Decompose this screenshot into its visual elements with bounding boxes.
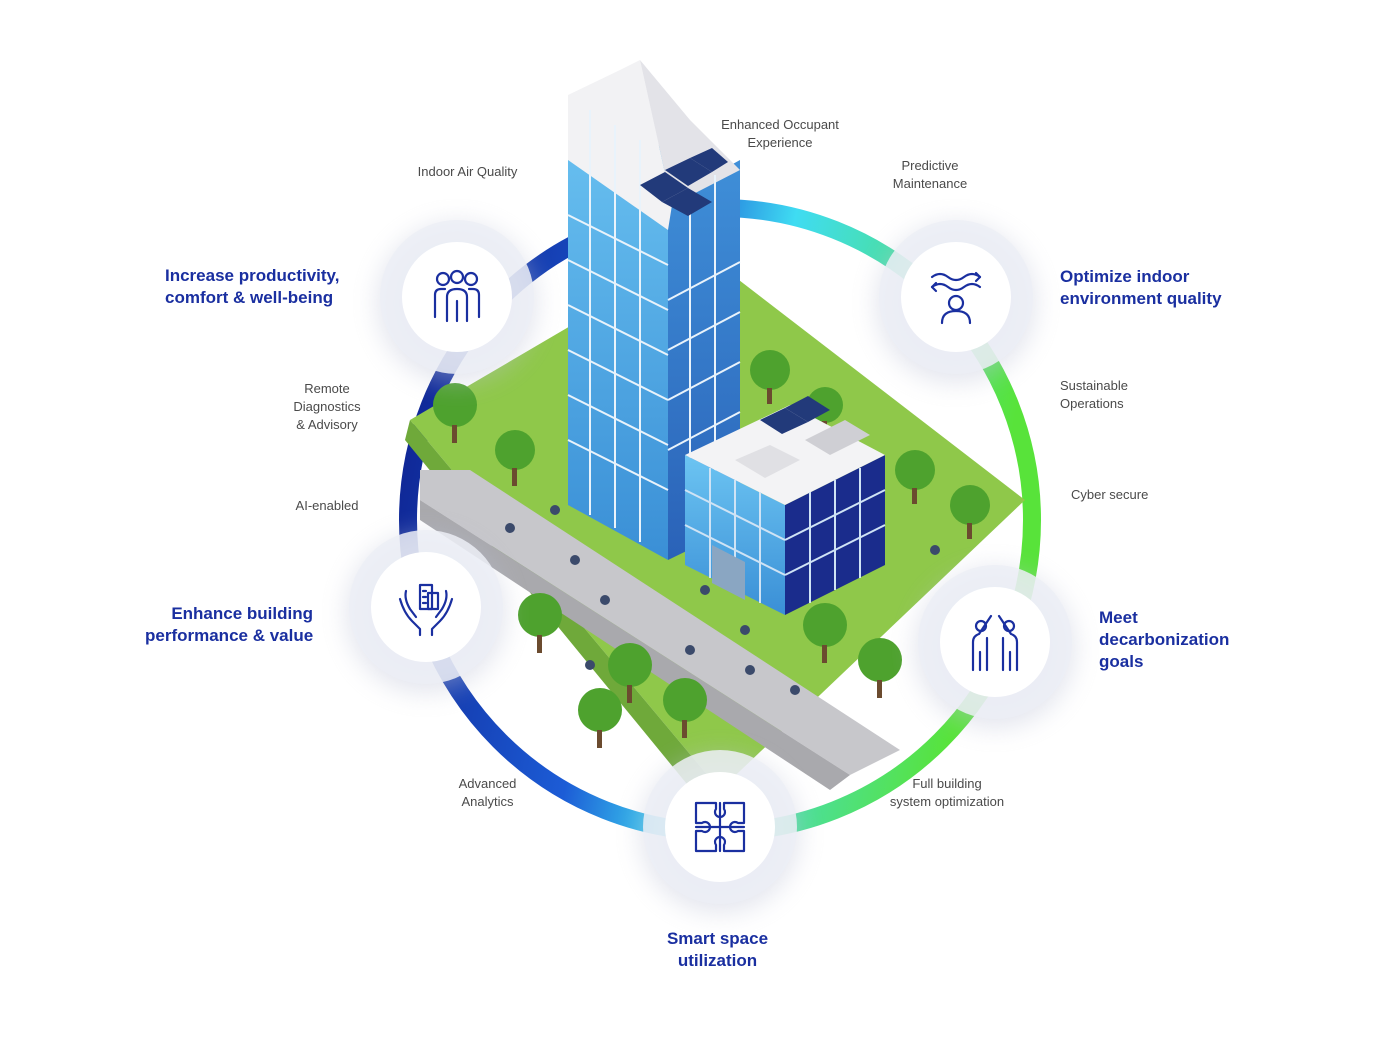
productivity-heading: Increase productivity,comfort & well-bei… bbox=[165, 266, 340, 307]
iaq-label: Indoor Air Quality bbox=[417, 164, 518, 179]
person-air-flow-icon bbox=[930, 271, 982, 325]
low-building bbox=[684, 396, 886, 615]
puzzle-icon bbox=[694, 801, 746, 853]
performance-node bbox=[371, 552, 481, 662]
cyber-label: Cyber secure bbox=[1071, 487, 1149, 502]
pedestrians bbox=[505, 505, 940, 695]
decarbonization-node bbox=[940, 587, 1050, 697]
trees bbox=[433, 350, 990, 748]
environment-node bbox=[901, 242, 1011, 352]
solar-panels bbox=[640, 148, 728, 216]
space-node bbox=[665, 772, 775, 882]
productivity-node bbox=[402, 242, 512, 352]
street bbox=[420, 470, 900, 775]
ai-label: AI-enabled bbox=[295, 498, 359, 513]
people-group-icon bbox=[433, 269, 481, 323]
high-five-icon bbox=[971, 614, 1019, 672]
hands-building-icon bbox=[398, 583, 454, 637]
